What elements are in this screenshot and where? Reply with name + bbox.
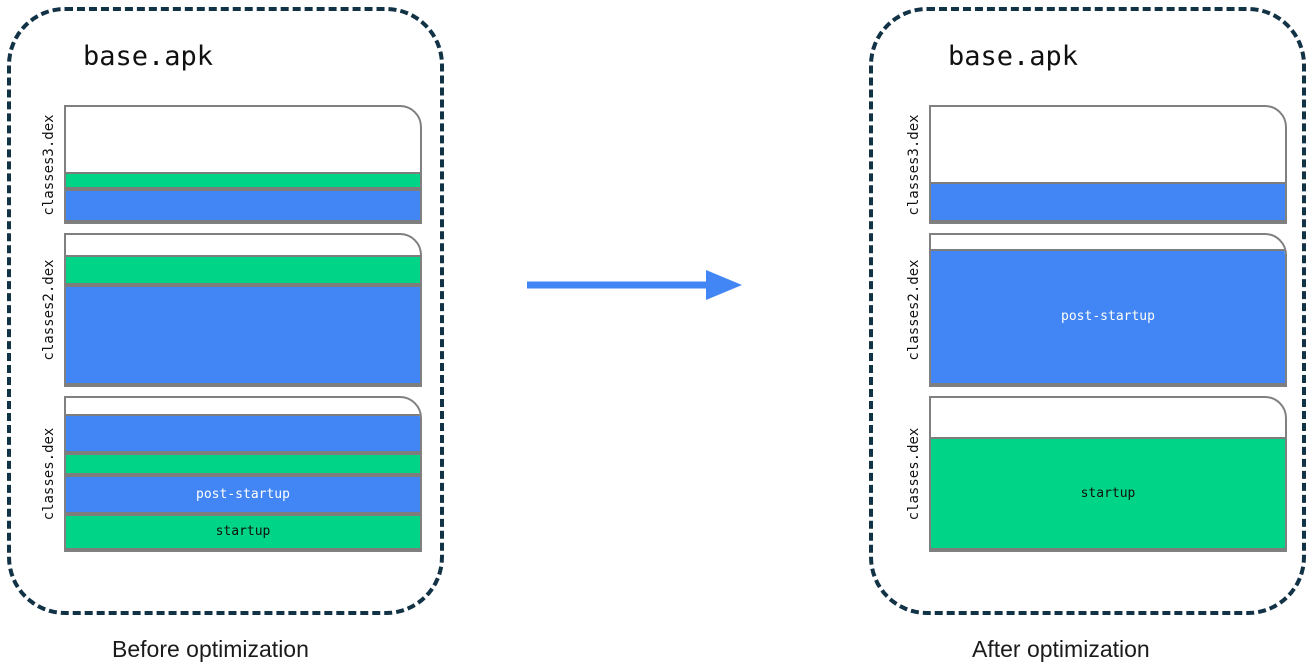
- dex-box-before-1[interactable]: [64, 233, 422, 387]
- dex-band-startup: [66, 255, 420, 285]
- dex-label-after-2: classes.dex: [906, 427, 922, 521]
- dex-box-before-2[interactable]: post-startup startup: [64, 396, 422, 552]
- caption-after: After optimization: [972, 636, 1150, 662]
- dex-band-startup: [66, 171, 420, 190]
- dex-label-before-0: classes3.dex: [41, 113, 57, 216]
- dex-label-after-0: classes3.dex: [906, 113, 922, 216]
- dex-band-post-startup: [66, 413, 420, 453]
- dex-label-before-2: classes.dex: [41, 427, 57, 521]
- dex-band-label: post-startup: [196, 486, 290, 502]
- dex-box-after-2[interactable]: startup: [929, 396, 1287, 552]
- dex-band-post-startup: [66, 284, 420, 385]
- dex-band-startup: startup: [66, 513, 420, 550]
- dex-band-startup: [66, 452, 420, 475]
- dex-box-before-0[interactable]: [64, 105, 422, 224]
- dex-band-label: startup: [1080, 485, 1136, 501]
- dex-label-before-1: classes2.dex: [41, 259, 57, 361]
- apk-panel-after: base.apk: [869, 7, 1306, 615]
- apk-title-before: base.apk: [83, 41, 214, 72]
- dex-box-after-0[interactable]: [929, 105, 1287, 224]
- dex-band-startup: startup: [931, 436, 1285, 550]
- transformation-arrow: [520, 262, 750, 308]
- dex-box-after-1[interactable]: post-startup: [929, 233, 1287, 387]
- dex-band-post-startup: [66, 189, 420, 222]
- dex-band-label: startup: [215, 524, 271, 540]
- arrow-right-icon: [527, 270, 742, 300]
- dex-band-post-startup: post-startup: [931, 248, 1285, 385]
- dex-band-label: post-startup: [1061, 309, 1155, 325]
- dex-band-post-startup: post-startup: [66, 474, 420, 514]
- apk-panel-before: base.apk: [7, 7, 444, 615]
- dex-band-post-startup: [931, 182, 1285, 222]
- apk-title-after: base.apk: [948, 41, 1079, 72]
- dex-label-after-1: classes2.dex: [906, 259, 922, 361]
- caption-before: Before optimization: [112, 636, 309, 662]
